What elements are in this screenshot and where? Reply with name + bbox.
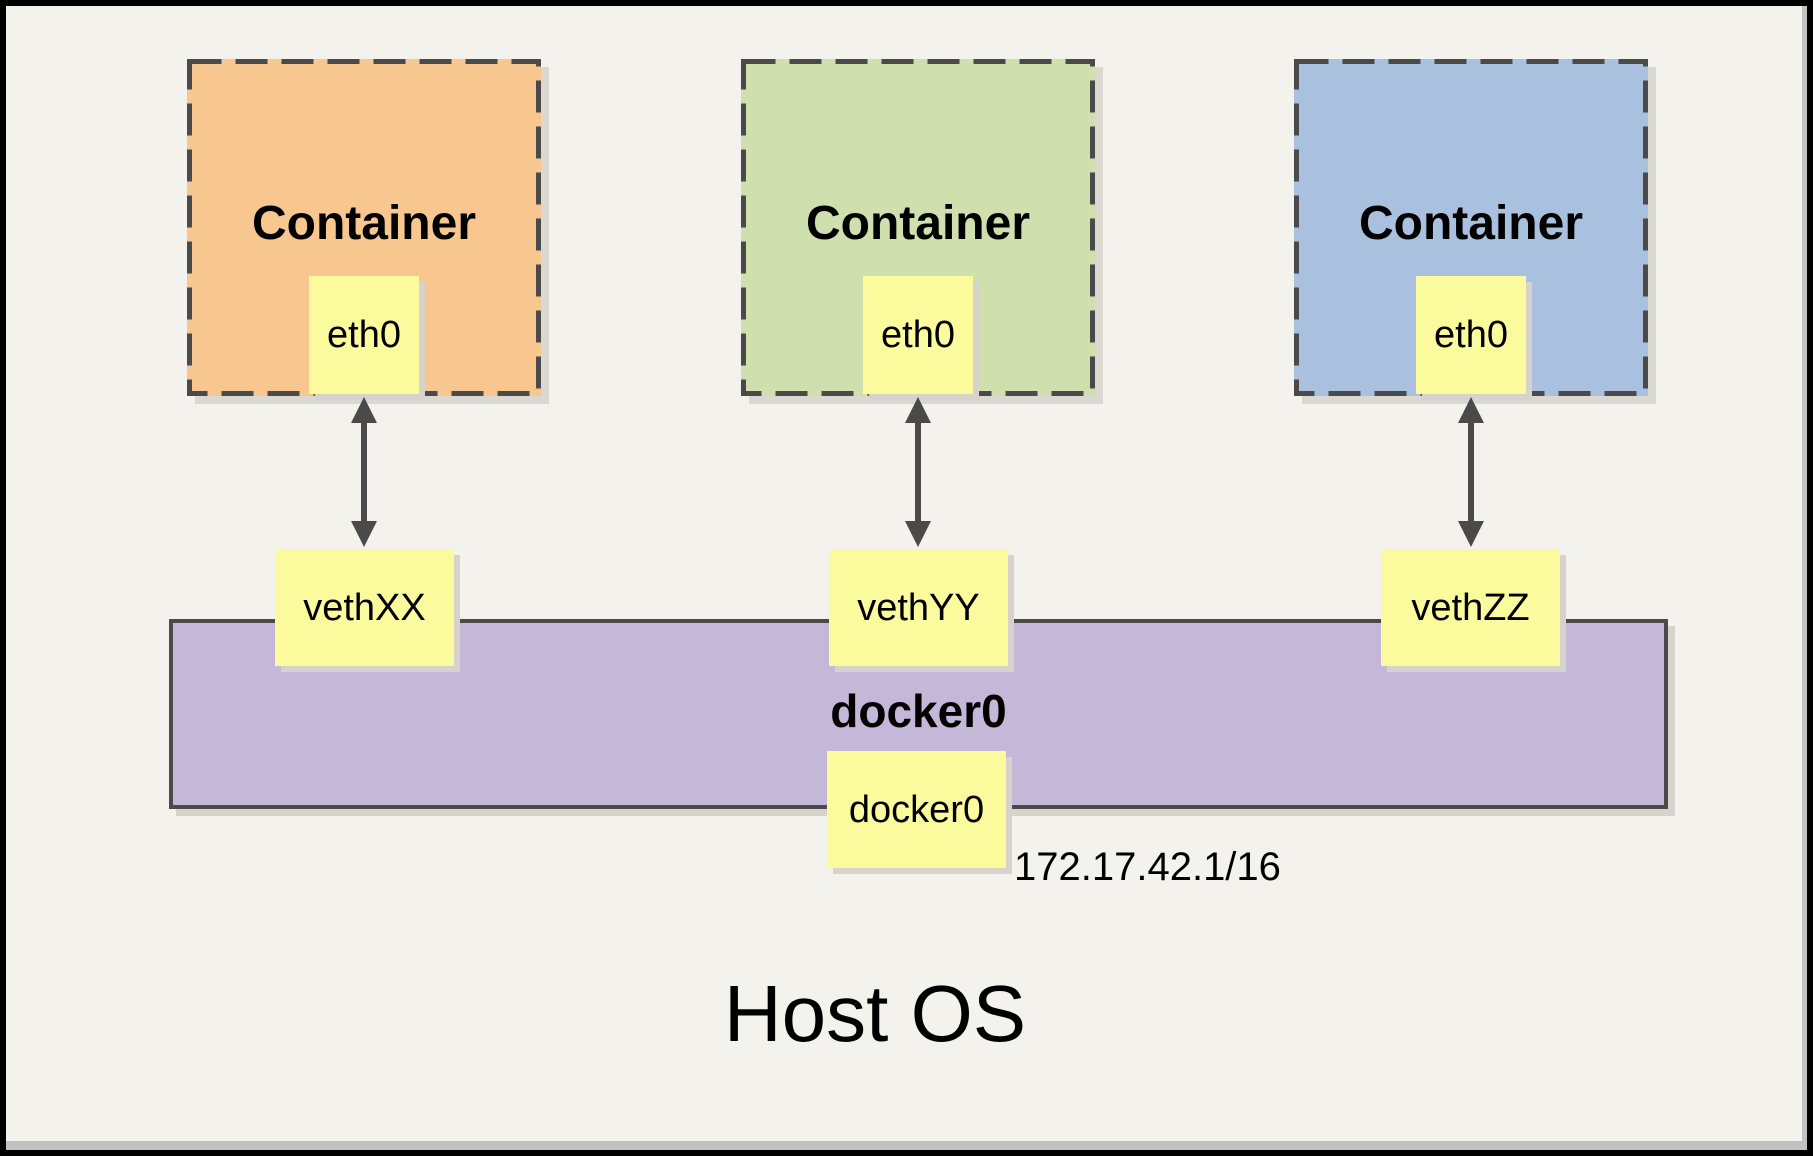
bridge-ip-label: 172.17.42.1/16 [1014,845,1281,889]
eth0-interface-box-1: eth0 [309,276,419,394]
connection-arrow-2 [905,397,931,547]
docker0-bridge-label: docker0 [830,685,1007,737]
eth0-interface-label: eth0 [1434,314,1508,356]
host-os-label: Host OS [723,969,1027,1058]
container-label: Container [251,197,476,250]
docker0-interface-box: docker0 [827,751,1006,868]
connection-arrow-1 [351,397,377,547]
eth0-interface-label: eth0 [881,314,955,356]
container-label: Container [1358,197,1583,250]
frame-bevel-bottom [6,1141,1807,1150]
vethyy-interface-box: vethYY [829,549,1008,666]
eth0-interface-label: eth0 [327,314,401,356]
container-box-2: Container eth0 [741,59,1095,396]
vethxx-interface-label: vethXX [303,586,426,629]
eth0-interface-box-3: eth0 [1416,276,1526,394]
vethzz-interface-label: vethZZ [1411,586,1530,629]
vethyy-interface-label: vethYY [857,586,980,629]
connection-arrow-3 [1458,397,1484,547]
vethzz-interface-box: vethZZ [1381,549,1560,666]
docker0-interface-label: docker0 [848,788,985,831]
vethxx-interface-box: vethXX [275,549,454,666]
frame-bevel-right [1802,6,1807,1150]
eth0-interface-box-2: eth0 [863,276,973,394]
container-label: Container [805,197,1030,250]
container-box-3: Container eth0 [1294,59,1648,396]
container-box-1: Container eth0 [187,59,541,396]
